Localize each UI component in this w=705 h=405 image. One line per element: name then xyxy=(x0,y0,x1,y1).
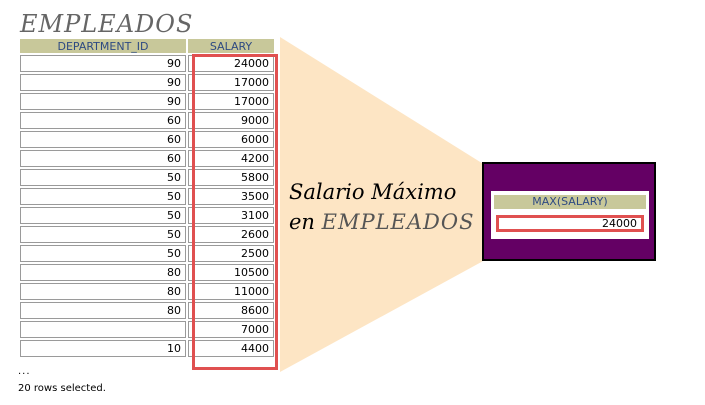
table-title: EMPLEADOS xyxy=(20,10,194,38)
cell-department-id: 80 xyxy=(20,302,186,319)
cell-department-id: 50 xyxy=(20,207,186,224)
cell-salary: 3500 xyxy=(188,188,274,205)
result-value: 24000 xyxy=(496,215,644,232)
table-row: 7000 xyxy=(20,321,274,338)
cell-department-id: 60 xyxy=(20,131,186,148)
cell-salary: 24000 xyxy=(188,55,274,72)
result-panel: MAX(SALARY) 24000 xyxy=(482,162,656,261)
cell-salary: 11000 xyxy=(188,283,274,300)
caption-line-2: en EMPLEADOS xyxy=(289,207,474,237)
cell-salary: 10500 xyxy=(188,264,274,281)
continuation-dots: ... xyxy=(18,366,31,377)
cell-department-id: 60 xyxy=(20,112,186,129)
cell-department-id: 80 xyxy=(20,264,186,281)
caption-prefix: en xyxy=(289,210,322,234)
cell-salary: 7000 xyxy=(188,321,274,338)
cell-department-id: 50 xyxy=(20,245,186,262)
caption-table-name: EMPLEADOS xyxy=(321,210,475,234)
cell-department-id: 90 xyxy=(20,55,186,72)
result-header: MAX(SALARY) xyxy=(494,195,646,209)
header-salary: SALARY xyxy=(188,39,274,53)
cell-department-id: 90 xyxy=(20,74,186,91)
cell-department-id: 50 xyxy=(20,226,186,243)
cell-salary: 17000 xyxy=(188,93,274,110)
caption-line-1: Salario Máximo xyxy=(289,180,457,204)
cell-department-id: 80 xyxy=(20,283,186,300)
cell-department-id xyxy=(20,321,186,338)
cell-salary: 2500 xyxy=(188,245,274,262)
cell-salary: 8600 xyxy=(188,302,274,319)
salary-column-highlight xyxy=(192,54,278,370)
cell-department-id: 90 xyxy=(20,93,186,110)
cell-department-id: 50 xyxy=(20,169,186,186)
cell-salary: 4400 xyxy=(188,340,274,357)
cell-department-id: 50 xyxy=(20,188,186,205)
caption: Salario Máximo en EMPLEADOS xyxy=(289,177,474,237)
cell-department-id: 60 xyxy=(20,150,186,167)
cell-salary: 4200 xyxy=(188,150,274,167)
cell-department-id: 10 xyxy=(20,340,186,357)
cell-salary: 9000 xyxy=(188,112,274,129)
result-table: MAX(SALARY) 24000 xyxy=(491,191,649,239)
cell-salary: 3100 xyxy=(188,207,274,224)
header-department-id: DEPARTMENT_ID xyxy=(20,39,186,53)
cell-salary: 5800 xyxy=(188,169,274,186)
cell-salary: 6000 xyxy=(188,131,274,148)
cell-salary: 17000 xyxy=(188,74,274,91)
rows-selected-text: 20 rows selected. xyxy=(18,383,106,394)
cell-salary: 2600 xyxy=(188,226,274,243)
